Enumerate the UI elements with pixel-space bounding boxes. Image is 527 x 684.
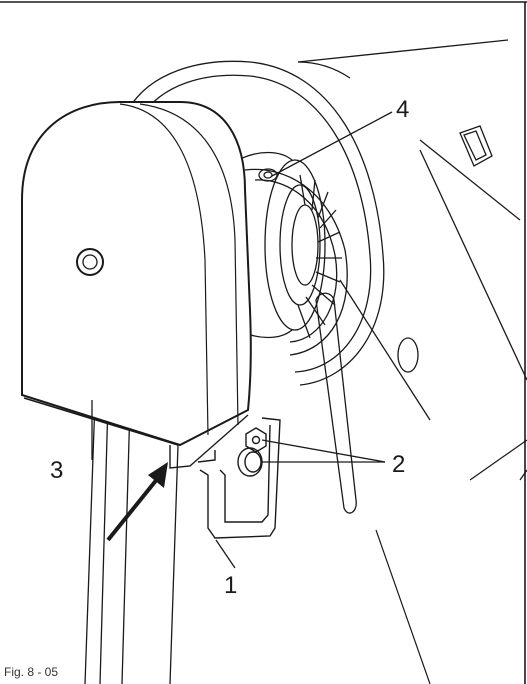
mounting-bracket [169, 414, 281, 539]
callout-3: 3 [50, 457, 63, 484]
belt-guard-cover [21, 101, 252, 447]
callout-1: 1 [224, 572, 237, 599]
screw-2-lower [237, 447, 263, 477]
callout-4: 4 [396, 96, 409, 123]
slot-guide [315, 292, 357, 514]
handwheel [127, 60, 385, 386]
figure-caption: Fig. 8 - 05 [4, 665, 59, 679]
cover-screw [76, 248, 104, 276]
shaft-hub [237, 151, 326, 339]
leader-lines [91, 111, 393, 569]
belt [84, 399, 179, 684]
screw-2-upper [245, 427, 267, 453]
callout-2: 2 [392, 451, 405, 478]
machine-housing [297, 39, 527, 481]
set-screw-4 [258, 168, 278, 182]
machine-base-lines [375, 439, 527, 684]
push-arrow [106, 462, 168, 542]
